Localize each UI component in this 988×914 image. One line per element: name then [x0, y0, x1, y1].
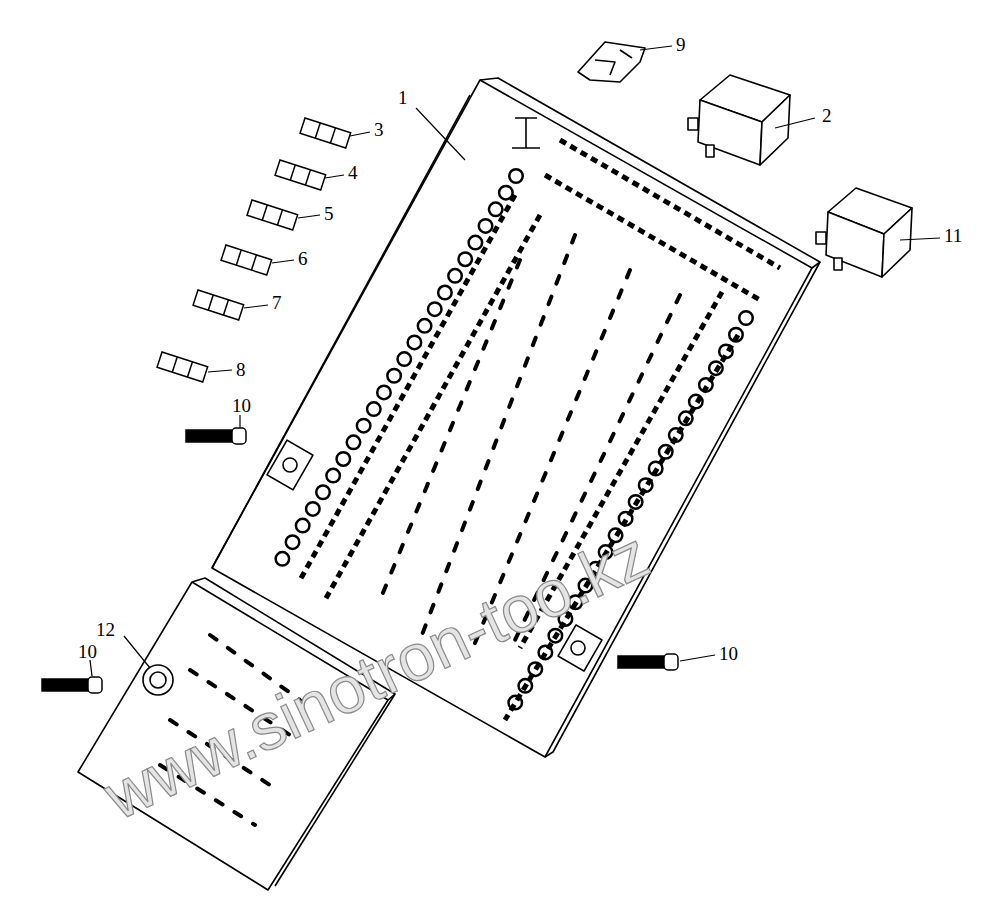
callout-number: 6 [298, 249, 308, 268]
callout-number: 10 [78, 642, 97, 661]
callout-number: 5 [324, 204, 334, 223]
callout-number: 2 [822, 106, 832, 125]
callout-number: 8 [236, 360, 246, 379]
callout-number: 10 [232, 396, 251, 415]
callout-number: 11 [944, 226, 962, 245]
callout-number: 9 [676, 35, 686, 54]
callout-number: 12 [96, 620, 115, 639]
callout-number: 10 [719, 644, 738, 663]
callout-number: 7 [272, 293, 282, 312]
callout-number: 4 [348, 163, 358, 182]
callout-number: 1 [398, 88, 408, 107]
callout-number: 3 [374, 120, 384, 139]
